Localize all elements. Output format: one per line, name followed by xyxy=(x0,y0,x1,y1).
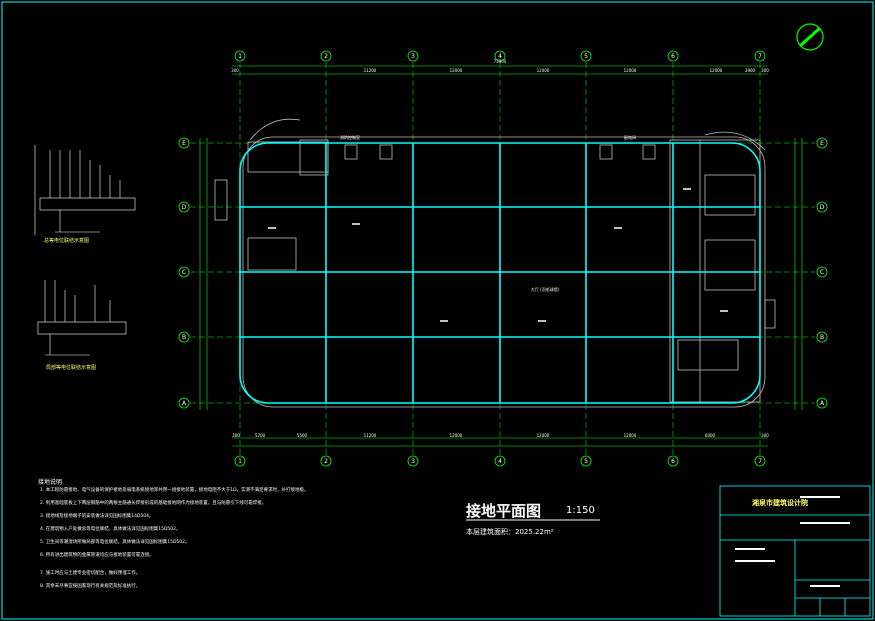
axis-label-row: B xyxy=(820,334,824,341)
drawing-scale: 1:150 xyxy=(566,505,595,516)
axis-label-row: C xyxy=(820,269,824,276)
dimension-text: 6000 xyxy=(705,433,716,438)
row-axis-labels-left: E D C B A xyxy=(182,140,187,407)
dimension-texts-bottom: 300 5700 5500 11200 12000 12000 12000 60… xyxy=(232,433,769,438)
dimension-text: 5500 xyxy=(297,433,308,438)
axis-label-row: C xyxy=(182,269,186,276)
title-block-company: 湘泉市建筑设计院 xyxy=(752,498,808,507)
note-item: 8. 其余未尽事宜按国家现行有关规范及标准执行。 xyxy=(40,584,141,589)
drawing-title: 接地平面图 xyxy=(466,502,542,520)
axis-label-col: 7 xyxy=(758,458,762,465)
axis-bubbles-right xyxy=(816,137,828,409)
axis-label-row: E xyxy=(820,140,824,147)
axis-label-col: 3 xyxy=(411,458,415,465)
room-label: 消防控制室 xyxy=(340,134,360,140)
axis-label-row: A xyxy=(820,400,825,407)
axis-label-col: 6 xyxy=(671,458,675,465)
axis-label-col: 2 xyxy=(324,458,328,465)
north-arrow-icon xyxy=(796,23,824,51)
building-walls xyxy=(214,118,776,408)
note-item: 6. 所有进出建筑物的金属管道均应与接地装置可靠连接。 xyxy=(40,553,154,558)
axis-label-row: D xyxy=(820,204,825,211)
side-dimension-lines xyxy=(199,138,803,410)
axis-bubbles-bottom xyxy=(234,455,766,467)
grid-lines-horizontal xyxy=(190,142,815,404)
dimension-text: 12000 xyxy=(624,433,637,438)
axis-label-col: 4 xyxy=(498,458,502,465)
title-block-fills xyxy=(735,496,850,587)
dimension-text: 11200 xyxy=(364,68,377,73)
axis-bubbles-top xyxy=(234,50,766,62)
dimension-text: 5700 xyxy=(255,433,266,438)
axis-label-col: 6 xyxy=(671,53,675,60)
dimension-text: 3900 xyxy=(745,68,756,73)
axis-label-col: 5 xyxy=(584,458,588,465)
axis-label-row: D xyxy=(182,204,187,211)
bonding-diagram-1 xyxy=(34,145,136,235)
dimension-text: 12000 xyxy=(710,68,723,73)
note-item: 3. 接地线及接地端子的安装做法详见国标图集14D504。 xyxy=(40,514,154,519)
axis-label-col: 1 xyxy=(238,53,242,60)
area-label: 本层建筑面积：2025.22m² xyxy=(466,528,554,536)
dimension-text: 11200 xyxy=(364,433,377,438)
axis-label-col: 7 xyxy=(758,53,762,60)
dimension-text: 12000 xyxy=(537,433,550,438)
dimension-text: 12000 xyxy=(624,68,637,73)
dimension-text: 300 xyxy=(232,433,240,438)
dimension-text: 300 xyxy=(761,68,769,73)
axis-label-row: B xyxy=(182,334,186,341)
note-item: 2. 利用基础底板上下两层钢筋中的两根主筋通长焊接形成的基础接地网作为接地装置，… xyxy=(40,501,267,506)
axis-label-col: 5 xyxy=(584,53,588,60)
notes-heading: 接地说明 xyxy=(38,479,63,486)
equipment-marks xyxy=(268,188,728,322)
note-item: 4. 在建筑物入户处做总等电位联结，具体做法详见国标图集15D502。 xyxy=(40,527,181,532)
axis-label-col: 3 xyxy=(411,53,415,60)
axis-label-row: E xyxy=(182,140,186,147)
dimension-text: 12000 xyxy=(450,433,463,438)
bonding-diagram-2 xyxy=(37,280,127,356)
column-axis-labels-bottom: 1 2 3 4 5 6 7 xyxy=(238,458,762,465)
dimension-text: 12000 xyxy=(537,68,550,73)
axis-label-col: 2 xyxy=(324,53,328,60)
room-label: 配电间 xyxy=(624,134,636,140)
axis-label-col: 4 xyxy=(498,53,502,60)
dimension-text: 300 xyxy=(231,68,239,73)
title-block xyxy=(719,485,871,617)
room-label: 大厅 (羽毛球馆) xyxy=(531,286,560,292)
axis-label-row: A xyxy=(182,400,187,407)
axis-bubbles-left xyxy=(178,137,190,409)
dimension-text: 12000 xyxy=(450,68,463,73)
row-axis-labels-right: E D C B A xyxy=(820,140,825,407)
dimension-text: 300 xyxy=(761,433,769,438)
dimension-texts-top: 300 11200 12000 12000 12000 12000 3900 3… xyxy=(231,68,769,73)
note-item: 1. 本工程防雷接地、电气设备的保护接地及弱电系统接地等共用一组接地装置，接地电… xyxy=(40,488,309,493)
axis-label-col: 1 xyxy=(238,458,242,465)
note-item: 5. 卫生间等潮湿场所做局部等电位联结，具体做法详见国标图集15D502。 xyxy=(40,540,190,545)
ground-grid xyxy=(239,142,761,404)
column-axis-labels-top: 1 2 3 4 5 6 7 xyxy=(238,53,762,60)
dimension-total-top: 73900 xyxy=(494,59,507,64)
legend-diagram-2: 局部等电位联结示意图 xyxy=(46,364,96,371)
legend-diagram-1: 总等电位联结示意图 xyxy=(44,237,89,244)
note-item: 7. 施工时应与土建专业密切配合，做好预埋工作。 xyxy=(40,571,141,576)
